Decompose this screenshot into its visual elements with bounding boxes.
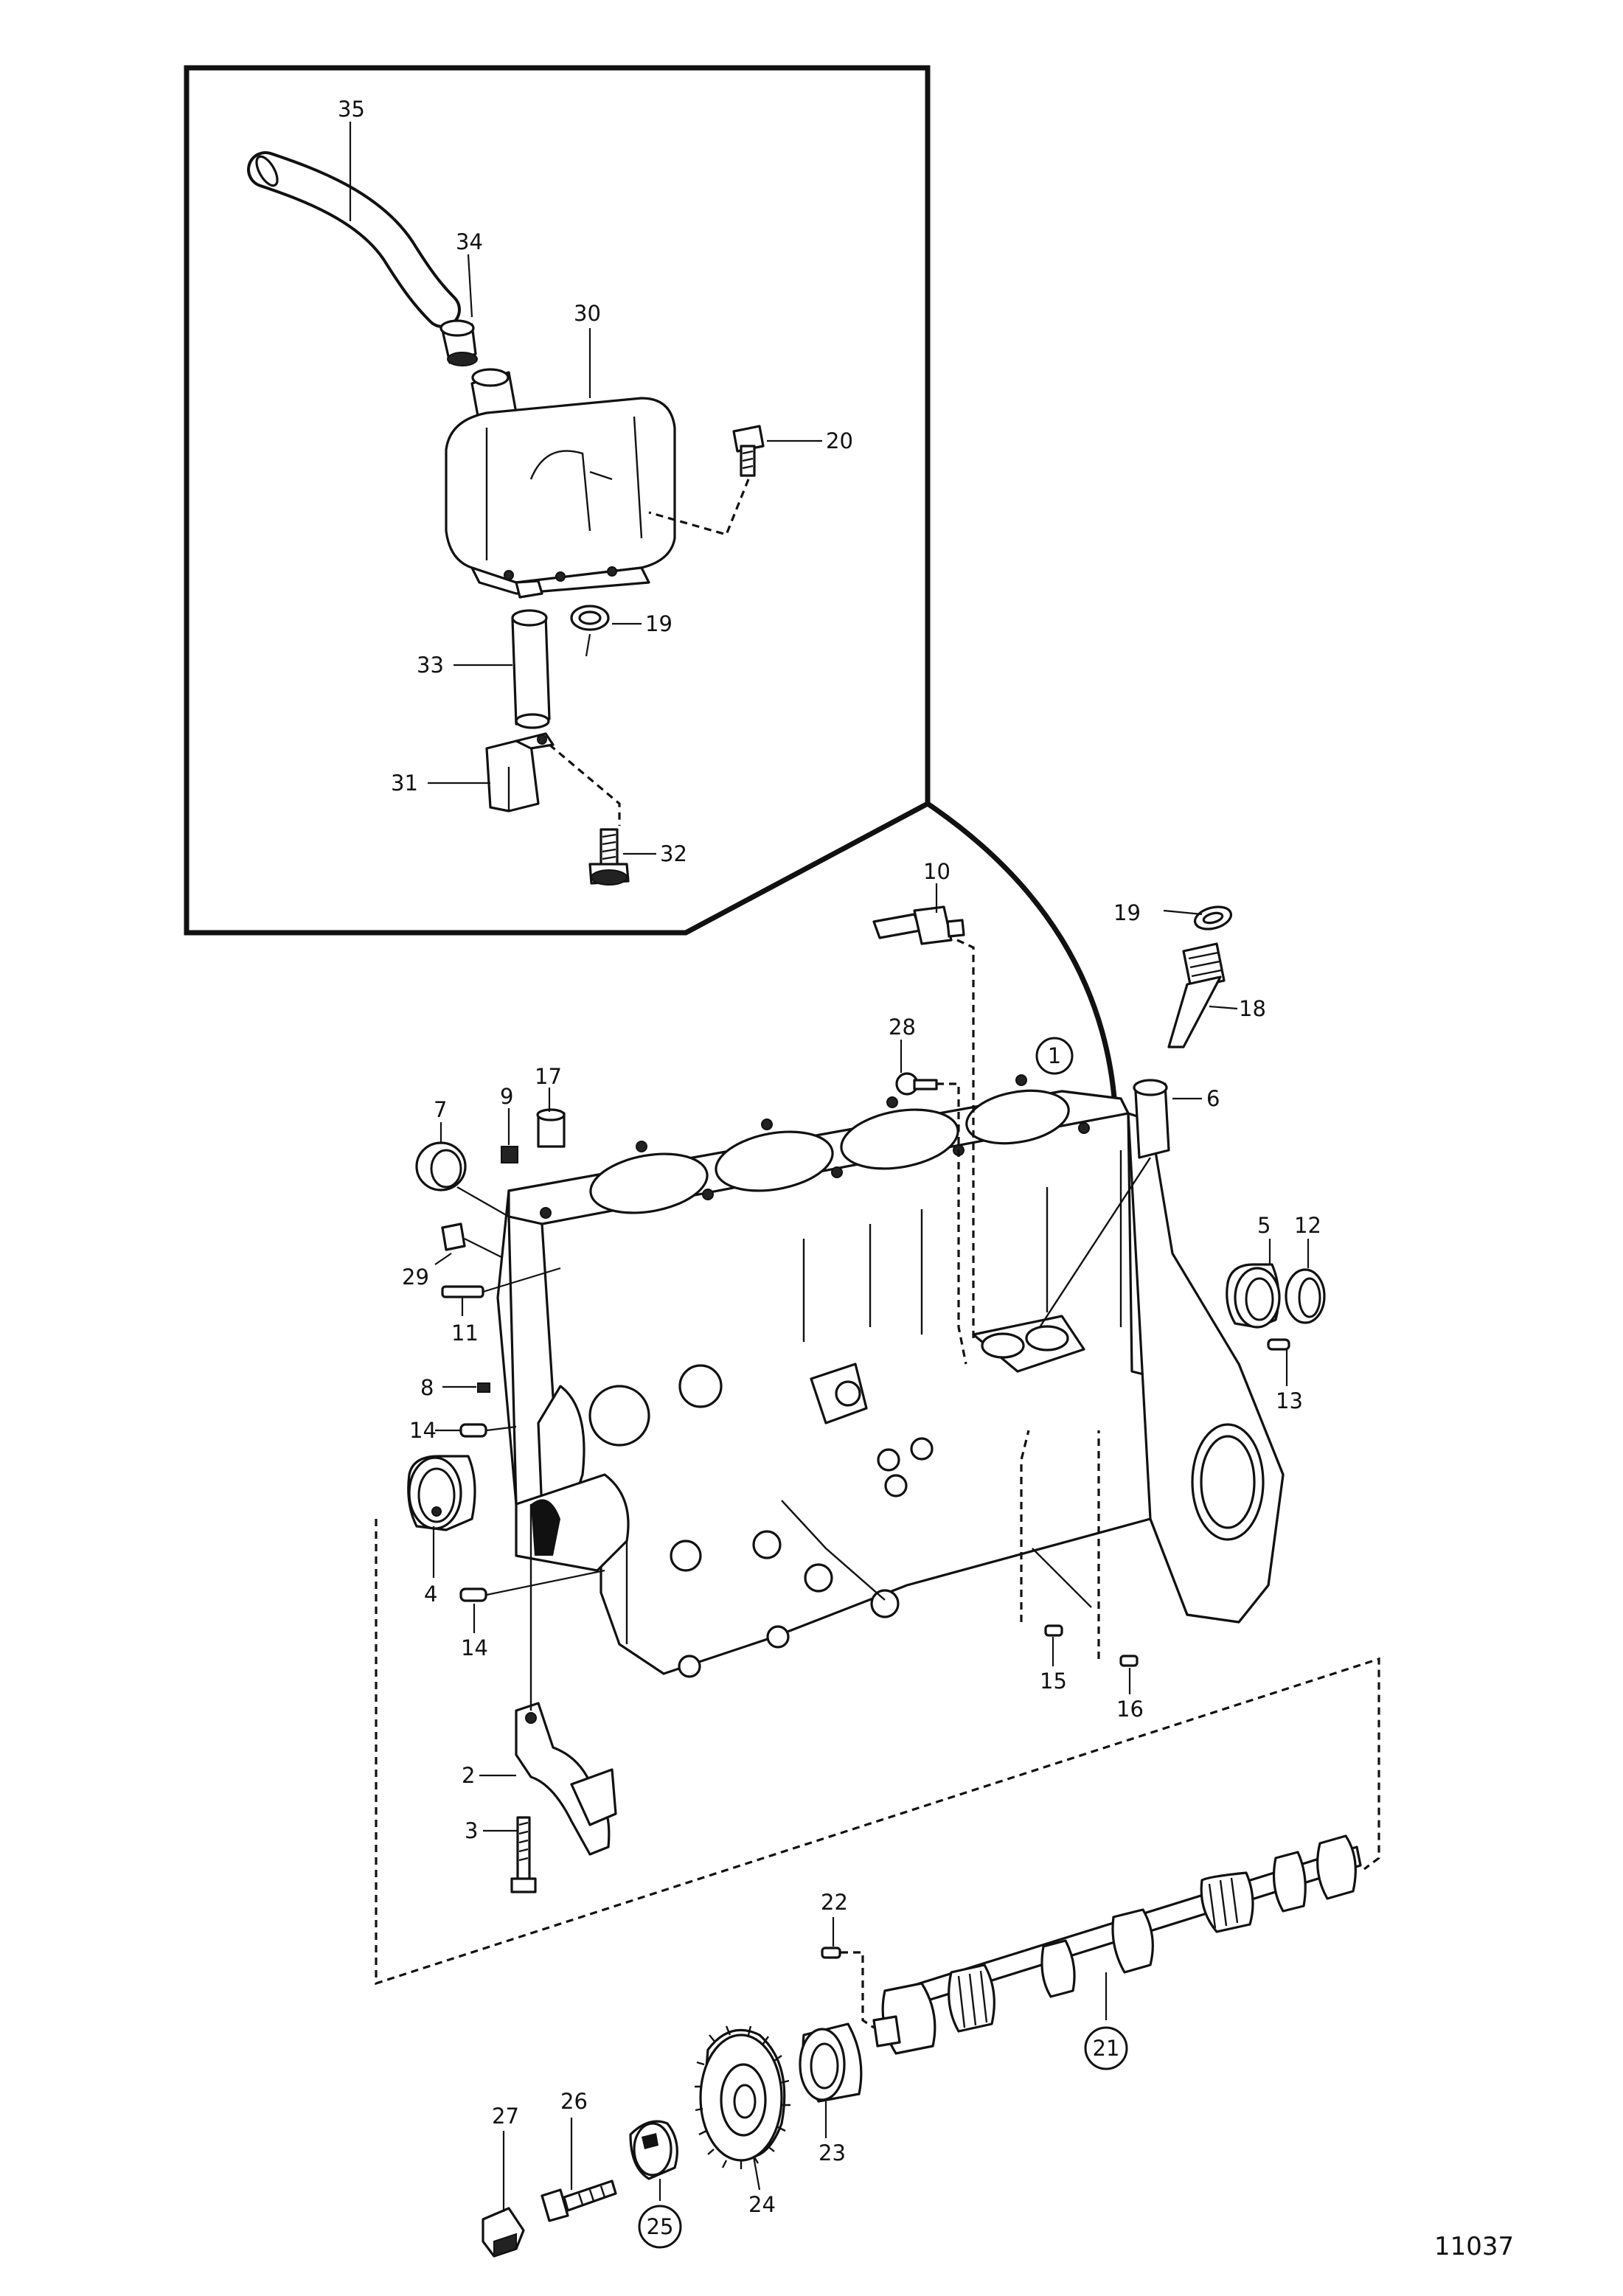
label-7: 7 — [434, 1097, 447, 1122]
pin-14-upper — [459, 1423, 517, 1438]
label-1: 1 — [1048, 1043, 1061, 1068]
label-3: 3 — [465, 1818, 478, 1843]
document-number: 11037 — [1434, 2232, 1514, 2261]
cylinder-block-1 — [496, 1074, 1285, 1678]
label-22: 22 — [821, 1890, 848, 1915]
label-2: 2 — [462, 1763, 475, 1788]
label-21: 21 — [1093, 2036, 1120, 2061]
pin-15 — [1044, 1624, 1063, 1637]
o-ring-19-inset — [570, 605, 610, 657]
distributor-drive-18 — [1167, 942, 1226, 1048]
dash-22 — [841, 1951, 875, 2029]
label-33: 33 — [417, 653, 444, 678]
hose-35 — [247, 151, 461, 328]
bolt-26 — [541, 2180, 617, 2222]
label-27: 27 — [492, 2104, 519, 2129]
bracket-31 — [485, 732, 555, 813]
sender-10 — [872, 905, 965, 945]
label-20: 20 — [826, 428, 853, 453]
label-4: 4 — [424, 1582, 437, 1607]
label-15: 15 — [1040, 1669, 1067, 1694]
label-14-upper: 14 — [409, 1418, 437, 1443]
label-11: 11 — [451, 1321, 479, 1346]
label-12: 12 — [1294, 1213, 1321, 1238]
label-8: 8 — [420, 1375, 434, 1400]
label-19-block: 19 — [1113, 900, 1141, 925]
inset-frame — [184, 65, 931, 936]
thrust-washer-23 — [799, 2022, 863, 2103]
label-13: 13 — [1276, 1388, 1303, 1413]
label-29: 29 — [402, 1264, 429, 1290]
label-17: 17 — [535, 1064, 562, 1089]
label-14-lower: 14 — [461, 1635, 488, 1660]
pin-14-lower — [459, 1569, 605, 1602]
camshaft-group-outline — [375, 1519, 1380, 1986]
bolt-28 — [895, 1072, 938, 1096]
dash-32 — [548, 743, 621, 826]
tube-33 — [511, 609, 551, 729]
pin-13 — [1267, 1338, 1290, 1351]
label-31: 31 — [391, 770, 418, 796]
label-34: 34 — [456, 229, 483, 254]
label-9: 9 — [500, 1084, 513, 1109]
dash-15 — [1020, 1430, 1030, 1622]
label-32: 32 — [660, 841, 687, 866]
nut-27 — [482, 2207, 525, 2258]
stud-11 — [441, 1267, 561, 1298]
label-21-circle — [1084, 2026, 1128, 2070]
hose-clamp-34 — [439, 319, 478, 366]
oil-separator-30 — [445, 368, 676, 599]
label-1-circle — [1035, 1037, 1074, 1075]
dash-28 — [936, 1082, 967, 1365]
label-23: 23 — [819, 2140, 846, 2165]
label-28: 28 — [889, 1015, 916, 1040]
bearing-bush-4 — [407, 1455, 476, 1531]
drive-guide-line — [1038, 1157, 1152, 1328]
label-25-circle — [638, 2205, 682, 2249]
label-24: 24 — [748, 2192, 776, 2217]
timing-gear-24 — [695, 2025, 790, 2169]
label-18: 18 — [1239, 996, 1266, 1021]
bolt-3 — [510, 1816, 537, 1893]
pin-22 — [821, 1947, 841, 1959]
dash-20 — [648, 479, 750, 536]
label-5: 5 — [1257, 1213, 1271, 1238]
plug-12 — [1285, 1268, 1326, 1324]
label-6: 6 — [1206, 1086, 1220, 1111]
label-19-inset: 19 — [645, 611, 673, 636]
camshaft-21 — [872, 1834, 1362, 2055]
pin-16 — [1119, 1655, 1139, 1667]
bolt-32 — [588, 828, 630, 886]
inset-callout-arc — [926, 801, 1118, 1107]
o-ring-19-block — [1193, 905, 1233, 930]
label-16: 16 — [1116, 1697, 1144, 1722]
label-35: 35 — [338, 97, 365, 122]
bearing-bush-5 — [1226, 1263, 1281, 1329]
bolt-20 — [732, 425, 765, 477]
label-10: 10 — [923, 859, 950, 884]
seal-ring-7 — [415, 1141, 467, 1192]
hub-25 — [629, 2120, 678, 2180]
bushing-6 — [1133, 1079, 1170, 1159]
label-30: 30 — [574, 301, 601, 326]
label-25: 25 — [647, 2214, 674, 2239]
sleeve-17 — [536, 1108, 566, 1148]
plug-29 — [441, 1222, 502, 1258]
label-26: 26 — [560, 2089, 588, 2114]
plug-8 — [477, 1382, 490, 1393]
dash-10 — [956, 939, 975, 1342]
plug-9 — [501, 1146, 518, 1163]
main-bearing-cap-2 — [515, 1702, 617, 1856]
